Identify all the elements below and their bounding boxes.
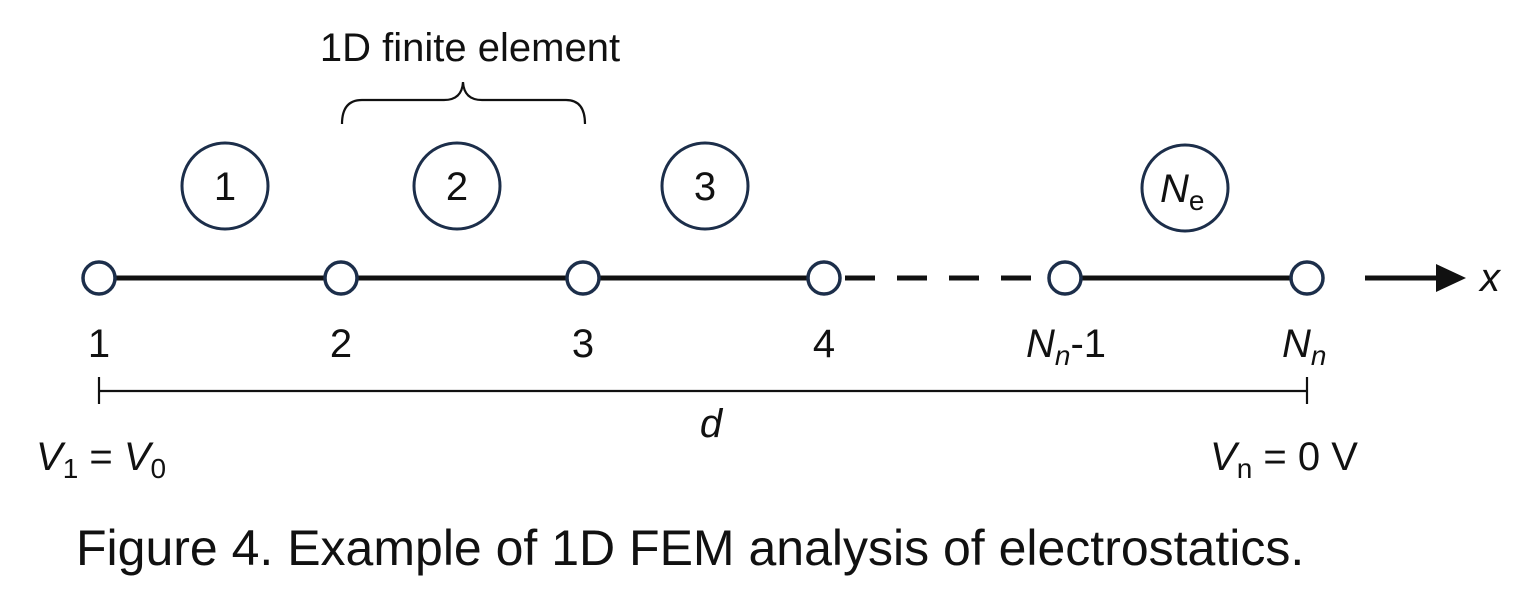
boundary-right: Vn = 0 V <box>1210 435 1358 484</box>
boundary-left-eq: = <box>78 435 124 479</box>
node-label: 1 <box>88 322 110 366</box>
node-label-sub: n <box>1311 340 1327 371</box>
boundary-left-sub2: 0 <box>151 453 167 484</box>
element-label-sub: e <box>1189 185 1205 216</box>
element-marker: Ne <box>1140 143 1230 233</box>
node-circle <box>1289 260 1325 296</box>
boundary-left: V1 = V0 <box>36 435 166 484</box>
element-label: 1 <box>214 165 236 209</box>
x-axis-arrow-head <box>1436 264 1466 292</box>
finite-element-label: 1D finite element <box>320 26 620 70</box>
node-circle <box>806 260 842 296</box>
element-label-ne: Ne <box>1160 167 1204 216</box>
element-circle <box>412 141 502 231</box>
x-axis-label: x <box>1478 256 1502 300</box>
length-label: d <box>700 402 724 446</box>
boundary-left-sub: 1 <box>63 453 79 484</box>
node-circle <box>81 260 117 296</box>
boundary-right-rest: = 0 V <box>1252 435 1358 479</box>
node-label: 4 <box>813 322 835 366</box>
node-label-main: N <box>1026 322 1055 366</box>
node-label-sub: n <box>1055 340 1071 371</box>
element-label: 3 <box>694 165 716 209</box>
element-circle <box>660 141 750 231</box>
node-label-main: N <box>1282 322 1311 366</box>
node-label: 2 <box>330 322 352 366</box>
element-circle <box>1140 143 1230 233</box>
node-label-suffix: -1 <box>1070 322 1106 366</box>
element-label: 2 <box>446 165 468 209</box>
element-label-main: N <box>1160 167 1189 211</box>
node-label: 3 <box>572 322 594 366</box>
element-circle <box>180 141 270 231</box>
element-marker: 2 <box>412 141 502 231</box>
boundary-left-v2: V <box>124 435 154 479</box>
element-brace <box>340 81 587 125</box>
node-label-nn: Nn <box>1282 322 1326 371</box>
node-circle <box>1047 260 1083 296</box>
node-label-nn-minus-1: Nn-1 <box>1026 322 1106 371</box>
element-marker: 3 <box>660 141 750 231</box>
figure-caption: Figure 4. Example of 1D FEM analysis of … <box>76 520 1304 576</box>
node-circle <box>323 260 359 296</box>
node-circle <box>565 260 601 296</box>
boundary-left-v: V <box>36 435 66 479</box>
boundary-right-sub: n <box>1237 453 1253 484</box>
boundary-right-v: V <box>1210 435 1240 479</box>
element-marker: 1 <box>180 141 270 231</box>
